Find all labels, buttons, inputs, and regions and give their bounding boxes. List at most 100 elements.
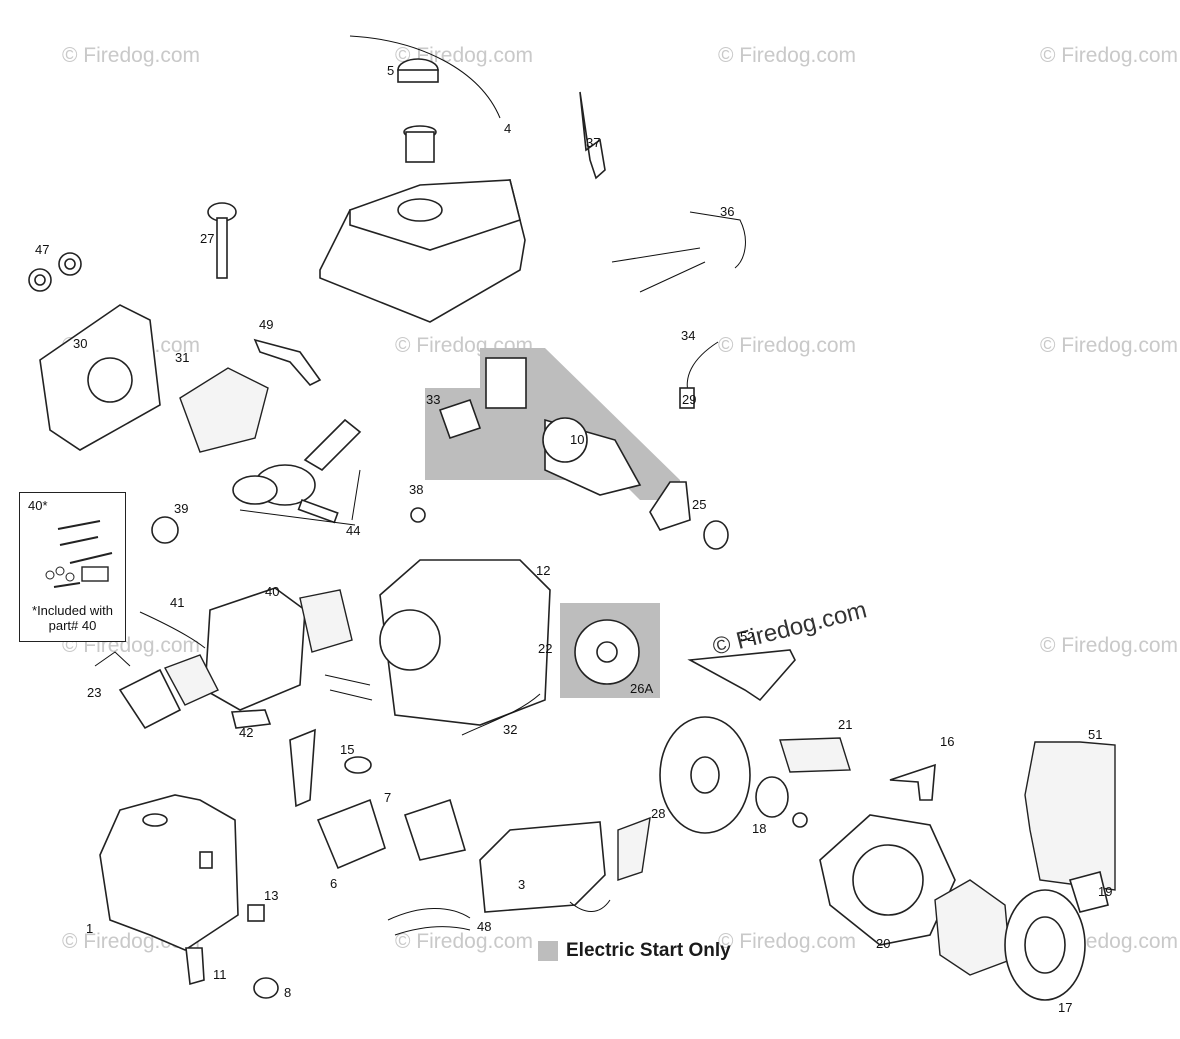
bracket-52: [687, 649, 796, 702]
callout: 5: [387, 63, 394, 78]
callout: 28: [651, 806, 665, 821]
crankshaft: [253, 338, 322, 386]
callout: 7: [384, 790, 391, 805]
governor-springs: [611, 247, 706, 293]
muffler: [403, 798, 606, 913]
breather-cover: [118, 668, 182, 730]
callout: 52: [740, 629, 754, 644]
flywheel: [659, 716, 751, 834]
crankcase-gasket: [179, 367, 269, 453]
note-text: *Included with part# 40: [32, 603, 113, 633]
bearing-b-inner: [64, 258, 76, 270]
carburetor: [289, 728, 386, 870]
bearing-a-inner: [34, 274, 46, 286]
plate-21: [779, 737, 851, 773]
flywheel-nut: [792, 812, 808, 828]
starter-ring-gear-hub: [596, 641, 618, 663]
callout: 25: [692, 497, 706, 512]
callout: 49: [259, 317, 273, 332]
callout: 15: [340, 742, 354, 757]
cam-gear: [151, 516, 179, 544]
legend-label: Electric Start Only: [566, 940, 731, 961]
callout: 18: [752, 821, 766, 836]
callout: 27: [200, 231, 214, 246]
callout: 6: [330, 876, 337, 891]
valve-parts-icon: [45, 520, 113, 588]
callout: 29: [682, 392, 696, 407]
watermark: © Firedog.com: [718, 930, 856, 953]
callout: 34: [681, 328, 695, 343]
callout: 3: [518, 877, 525, 892]
breather-gasket: [164, 654, 219, 706]
watermark: © Firedog.com: [1040, 334, 1178, 357]
watermark: © Firedog.com: [718, 334, 856, 357]
piston-assembly: [232, 418, 362, 526]
fuel-valve-knob: [703, 520, 729, 550]
callout-labels: 1 3 4 5 6 7 8 10 11 12 13 15 16 17 18 19…: [35, 63, 1112, 1015]
watermark: © Firedog.com: [395, 930, 533, 953]
note-title: 40*: [28, 498, 48, 513]
watermark: © Firedog.com: [718, 44, 856, 67]
ground-wire: [569, 899, 611, 912]
watermark: © Firedog.com: [1040, 44, 1178, 67]
callout: 12: [536, 563, 550, 578]
callout: 37: [586, 135, 600, 150]
starter-cord-48: [387, 908, 471, 936]
choke-lever: [579, 91, 606, 180]
callout: 20: [876, 936, 890, 951]
engine-shroud: [99, 794, 239, 951]
callout: 48: [477, 919, 491, 934]
crankcase-cover: [39, 304, 161, 451]
head-gasket: [299, 589, 353, 653]
starter-spacer: [934, 879, 1011, 976]
wire-harness-32: [461, 693, 541, 736]
callout: 23: [87, 685, 101, 700]
callout: 32: [503, 722, 517, 737]
callout: 8: [284, 985, 291, 1000]
callout: 38: [409, 482, 423, 497]
callout: 51: [1088, 727, 1102, 742]
fuel-cap: [397, 58, 439, 83]
callout: 16: [940, 734, 954, 749]
muffler-guard: [617, 816, 651, 881]
fuel-valve: [649, 481, 691, 531]
callout: 19: [1098, 884, 1112, 899]
starter-cup: [755, 776, 789, 818]
callout: 1: [86, 921, 93, 936]
callout: 17: [1058, 1000, 1072, 1015]
clip-42: [230, 709, 272, 729]
callout: 26A: [630, 681, 653, 696]
recoil-starter: [1004, 871, 1109, 1001]
callout: 41: [170, 595, 184, 610]
callout: 22: [538, 641, 552, 656]
rocker-switch: [247, 904, 265, 922]
included-parts-note: 40* *Included with part# 40: [19, 492, 126, 642]
callout: 10: [570, 432, 584, 447]
callout: 31: [175, 350, 189, 365]
callout: 13: [264, 888, 278, 903]
watermark: © Firedog.com: [1040, 634, 1178, 657]
legend: Electric Start Only: [538, 940, 731, 962]
dipstick: [207, 202, 237, 279]
electric-starter: [438, 357, 642, 496]
callout: 11: [213, 967, 227, 982]
callout: 42: [239, 725, 253, 740]
callout: 4: [504, 121, 511, 136]
blower-housing: [819, 814, 956, 946]
breather-tube: [94, 651, 131, 667]
ignition-key: [185, 947, 205, 986]
callout: 39: [174, 501, 188, 516]
bracket-16: [889, 763, 936, 801]
throttle-link: [689, 211, 746, 269]
kill-switch: [679, 387, 695, 409]
kill-switch-wire: [686, 341, 719, 393]
callout: 36: [720, 204, 734, 219]
shroud-shield: [1024, 741, 1116, 891]
governor-gear: [410, 507, 426, 523]
callout: 47: [35, 242, 49, 257]
callout: 21: [838, 717, 852, 732]
legend-swatch: [538, 941, 558, 961]
fuel-tank: [319, 35, 526, 323]
callout: 30: [73, 336, 87, 351]
